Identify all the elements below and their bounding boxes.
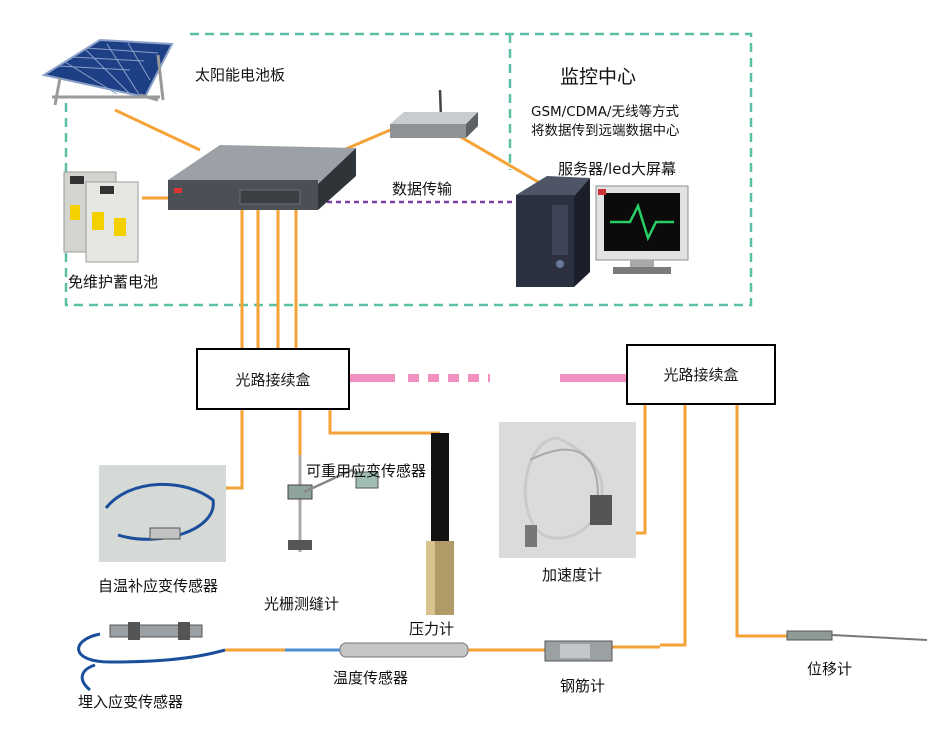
accelerometer-image: [499, 422, 636, 558]
server-led-label: 服务器/led大屏幕: [558, 160, 676, 178]
pressure-gauge-label: 压力计: [409, 620, 455, 638]
battery-image: [63, 171, 139, 263]
led-monitor-image: [595, 185, 689, 274]
battery-label: 免维护蓄电池: [68, 273, 159, 291]
junction-box-left: 光路接续盒: [196, 348, 350, 410]
monitor-center-label: 监控中心: [560, 66, 637, 88]
reusable-strain-sensor-label: 可重用应变传感器: [306, 462, 427, 480]
displacement-meter-image: [786, 630, 928, 641]
junction-box-right: 光路接续盒: [626, 344, 776, 405]
rebar-meter-label: 钢筋计: [560, 677, 606, 695]
data-acquisition-unit-image: [168, 145, 356, 210]
embedded-strain-sensor-label: 埋入应变传感器: [78, 693, 184, 711]
solar-panel-image: [41, 38, 174, 106]
grating-crack-meter-label: 光栅测缝计: [264, 595, 340, 613]
temperature-sensor-label: 温度传感器: [333, 669, 409, 687]
embedded-strain-sensor-image: [77, 622, 226, 692]
data-transmission-label: 数据传输: [392, 180, 453, 198]
self-temp-comp-strain-sensor-label: 自温补应变传感器: [98, 577, 219, 595]
reusable-strain-sensor-image: [287, 455, 379, 552]
transmission-method-label: GSM/CDMA/无线等方式: [531, 104, 679, 120]
junction-box-left-label: 光路接续盒: [235, 370, 311, 389]
junction-box-right-label: 光路接续盒: [663, 366, 739, 384]
rebar-meter-image: [544, 640, 613, 662]
temperature-sensor-image: [285, 642, 469, 658]
transmission-target-label: 将数据传到远端数据中心: [531, 123, 680, 139]
accelerometer-label: 加速度计: [542, 566, 603, 584]
solar-panel-label: 太阳能电池板: [195, 66, 286, 84]
site-boundary: [64, 32, 753, 307]
displacement-meter-label: 位移计: [807, 660, 853, 678]
pressure-gauge-image: [426, 433, 454, 615]
wireless-router-image: [390, 89, 478, 138]
server-image: [516, 176, 590, 287]
self-temp-comp-strain-sensor-image: [99, 465, 226, 562]
